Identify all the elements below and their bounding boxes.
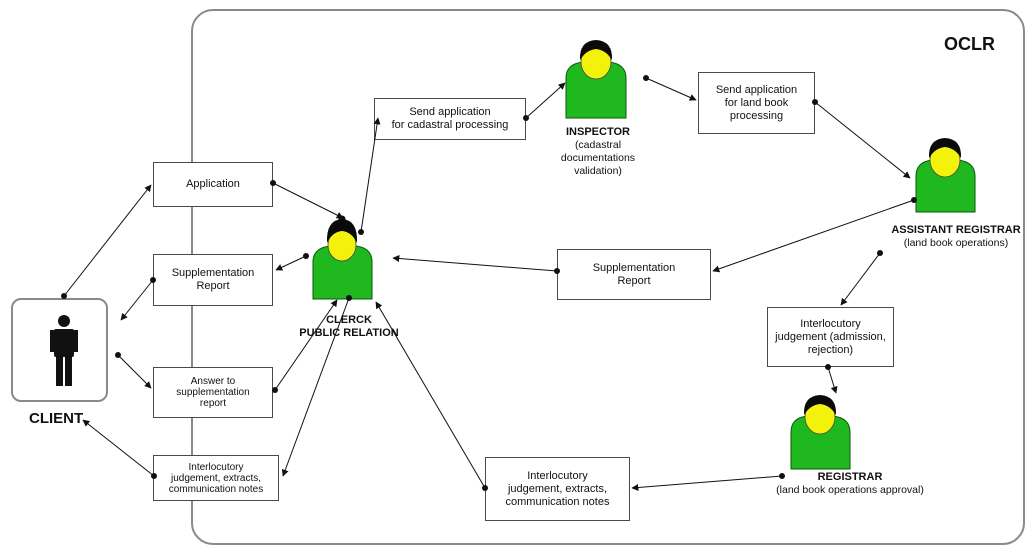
arrow-registrar-interlocutory (631, 475, 783, 491)
arrow-assistant-supplementation (712, 199, 915, 273)
box-interlocutory-admission: Interlocutory judgement (admission, reje… (767, 307, 894, 367)
inspector-person-icon (565, 40, 627, 119)
arrow-application-clerck (272, 182, 344, 219)
client-label: CLIENT (29, 410, 84, 427)
box-supplementation-report-left: Supplementation Report (153, 254, 273, 306)
arrow-client-answer (117, 354, 152, 389)
registrar-label: REGISTRAR (817, 471, 883, 483)
flow-arrows (63, 77, 915, 491)
arrow-clerck-send-cadastral (360, 117, 381, 233)
client-person-icon (50, 315, 78, 386)
arrow-client-application (63, 184, 152, 297)
arrow-supplementation-clerck (392, 255, 558, 272)
assistant-registrar-sublabel: (land book operations) (903, 237, 1009, 249)
arrow-interlocutory-client (82, 419, 155, 477)
assistant-registrar-person-icon (915, 138, 976, 213)
arrow-supplementation-client (120, 279, 154, 321)
box-supplementation-report-right: Supplementation Report (557, 249, 711, 300)
inspector-label: INSPECTOR (566, 126, 630, 138)
arrow-cadastral-inspector (525, 82, 566, 119)
inspector-sublabel: (cadastral documentations validation) (560, 139, 636, 177)
connector-dots (61, 75, 917, 491)
registrar-person-icon (790, 395, 851, 470)
box-answer-supplementation: Answer to supplementation report (153, 367, 273, 418)
arrow-inspector-land-book (645, 77, 697, 101)
arrow-land-book-assistant (814, 101, 911, 179)
arrow-interlocutory-clerck (375, 301, 486, 489)
oclr-label: OCLR (944, 34, 995, 54)
registrar-sublabel: (land book operations approval) (776, 484, 924, 496)
assistant-registrar-label: ASSISTANT REGISTRAR (891, 224, 1021, 236)
arrow-answer-clerck (274, 299, 338, 391)
clerck-person-icon (312, 215, 373, 300)
arrow-clerck-interlocutory-left (281, 297, 350, 477)
arrow-admission-registrar (827, 366, 838, 394)
clerck-label: CLERCK PUBLIC RELATION (299, 314, 399, 339)
box-interlocutory-left: Interlocutory judgement, extracts, commu… (153, 455, 279, 501)
arrow-clerck-supplementation (275, 255, 307, 271)
arrow-assistant-admission (840, 252, 881, 306)
